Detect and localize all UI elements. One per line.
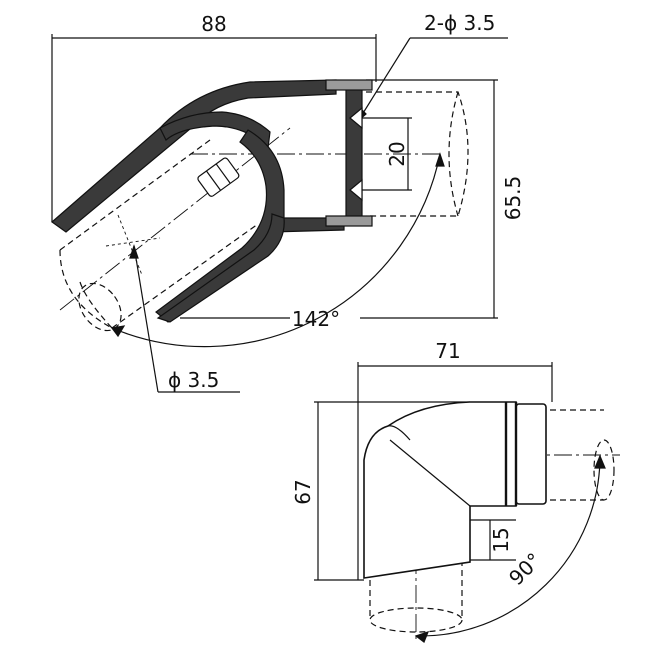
height-65-5-label: 65.5 [501,176,525,221]
width-71-label: 71 [435,339,460,363]
hole-2x-label: 2-ϕ 3.5 [424,11,495,35]
hex-nut [197,157,240,197]
offset-15-label: 15 [489,527,513,552]
elbow-body-outline [363,401,517,579]
width-88-label: 88 [201,12,226,36]
right-end-cap [515,403,547,505]
height-67-label: 67 [291,479,315,504]
elbow-upper-curve [387,425,411,441]
lower-outer-shell [156,213,285,323]
flange-bottom-cap [325,215,373,227]
outer-clamp-shell [51,79,337,233]
elbow-seam [389,439,471,507]
bolt-head-lower [349,178,363,202]
pipe-hole-label: ϕ 3.5 [168,368,219,392]
spacing-20-label: 20 [385,141,409,166]
elbow-fitting-side [363,401,547,579]
elbow-fitting-top [51,79,373,323]
top-view-drawing [51,34,508,393]
upper-collar [159,111,271,150]
angle-90-label: 90° [504,548,546,590]
angle-142-label: 142° [292,307,340,331]
bolt-head-upper [349,106,363,130]
flange-top-cap [325,79,373,91]
